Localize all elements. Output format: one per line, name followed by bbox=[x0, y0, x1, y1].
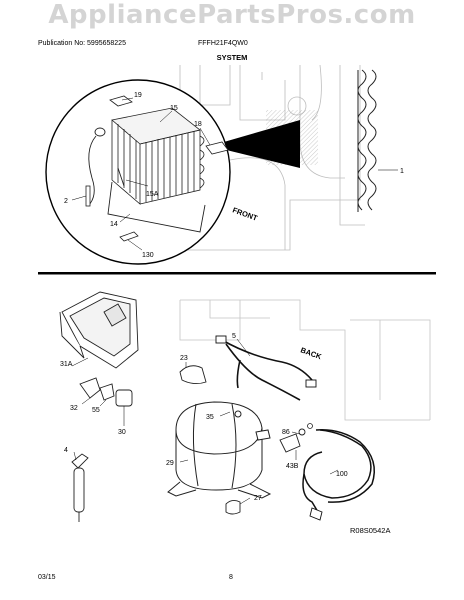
diagram-code: R08S0542A bbox=[350, 526, 390, 535]
screw-86 bbox=[298, 428, 306, 436]
clip-32 bbox=[79, 377, 101, 399]
drain-pan bbox=[59, 291, 139, 369]
relay-23 bbox=[179, 365, 207, 385]
section-divider bbox=[38, 272, 436, 275]
label-1: 1 bbox=[400, 168, 404, 175]
harness-connector-end bbox=[305, 379, 317, 388]
label-55: 55 bbox=[92, 407, 100, 414]
label-5: 5 bbox=[232, 333, 236, 340]
part-2 bbox=[85, 185, 91, 207]
label-130: 130 bbox=[142, 252, 154, 259]
label-86: 86 bbox=[282, 429, 290, 436]
label-100: 100 bbox=[336, 471, 348, 478]
pad-18 bbox=[205, 141, 229, 155]
harness-connector bbox=[215, 335, 227, 344]
watermark: AppliancePartsPros.com bbox=[48, 0, 416, 30]
label-27: 27 bbox=[254, 495, 262, 502]
cord-plug bbox=[309, 507, 323, 521]
model-number: FFFH21F4QW0 bbox=[198, 40, 248, 47]
part-130 bbox=[119, 231, 139, 242]
label-4: 4 bbox=[64, 447, 68, 454]
label-15: 15 bbox=[170, 105, 178, 112]
label-15a: 15A bbox=[146, 191, 159, 198]
label-14: 14 bbox=[110, 221, 118, 228]
filter-drier bbox=[71, 453, 89, 522]
section-title: SYSTEM bbox=[216, 53, 248, 62]
condenser-coil bbox=[357, 69, 377, 212]
label-18: 18 bbox=[194, 121, 202, 128]
grommet-27 bbox=[225, 499, 241, 515]
label-23: 23 bbox=[180, 355, 188, 362]
compressor bbox=[167, 401, 272, 499]
label-29: 29 bbox=[166, 460, 174, 467]
wire-harness bbox=[221, 339, 313, 401]
cabinet-outline-bottom bbox=[179, 299, 431, 421]
label-35: 35 bbox=[206, 414, 214, 421]
label-43b: 43B bbox=[286, 463, 299, 470]
power-cord bbox=[302, 429, 375, 513]
label-32: 32 bbox=[70, 405, 78, 412]
publication-number: Publication No: 5995658225 bbox=[38, 40, 126, 47]
label-front: FRONT bbox=[231, 205, 259, 222]
evaporator-coil bbox=[111, 107, 205, 205]
view-pointer bbox=[210, 120, 300, 168]
label-19: 19 bbox=[134, 92, 142, 99]
label-back: BACK bbox=[299, 345, 323, 361]
footer-date: 03/15 bbox=[38, 574, 56, 581]
label-31a: 31A bbox=[60, 361, 73, 368]
pad-19 bbox=[109, 95, 133, 107]
label-30: 30 bbox=[118, 429, 126, 436]
wiring-top bbox=[87, 127, 206, 233]
overload-30 bbox=[115, 389, 133, 407]
footer-page: 8 bbox=[229, 574, 233, 581]
label-2: 2 bbox=[64, 198, 68, 205]
part-55 bbox=[99, 383, 115, 401]
bracket-43b bbox=[279, 433, 301, 453]
